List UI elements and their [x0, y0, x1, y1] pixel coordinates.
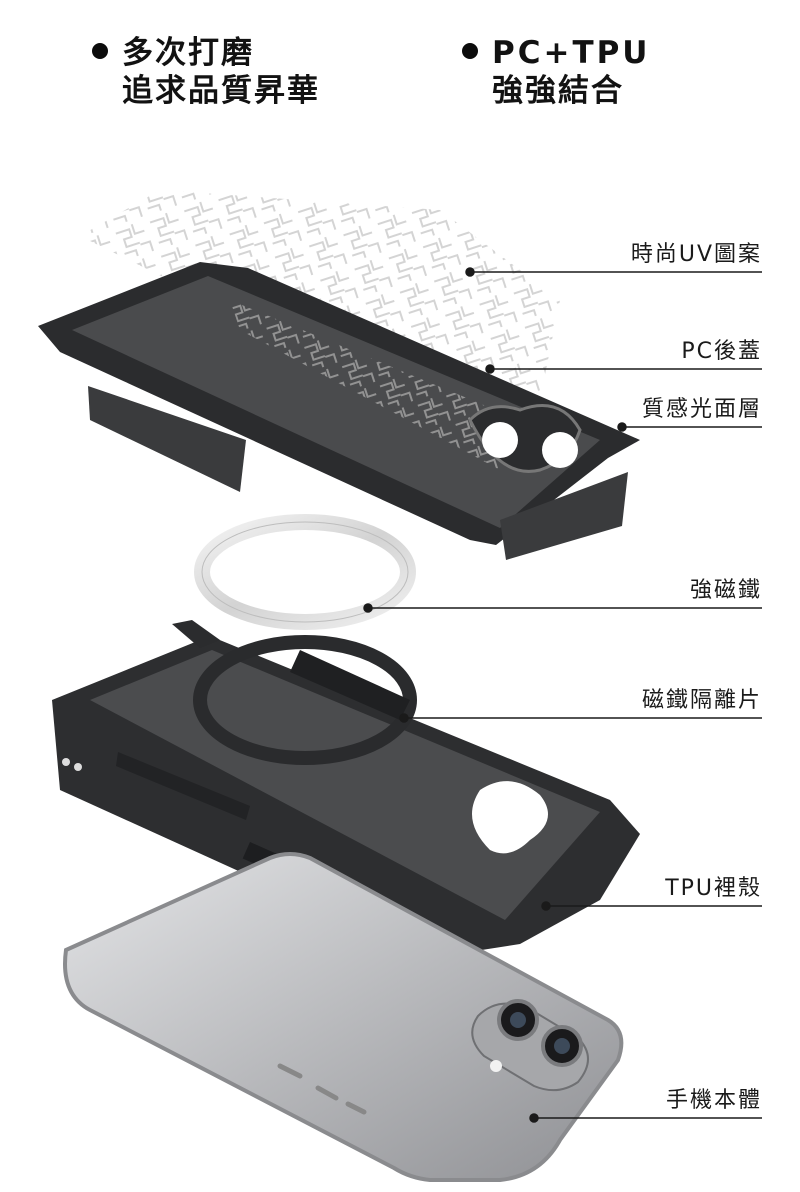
- bullet-dot-icon: [92, 43, 108, 59]
- leader-lines: [363, 267, 762, 1123]
- pc-back-cover: [38, 262, 640, 560]
- callout-uv-pattern: 時尚UV圖案: [630, 242, 762, 267]
- callout-magnet-spacer: 磁鐵隔離片: [641, 688, 762, 713]
- feature-material: PC+TPU 強強結合: [462, 34, 650, 110]
- callout-magnet: 強磁鐵: [689, 578, 762, 603]
- callout-phone-body: 手機本體: [665, 1088, 762, 1113]
- bullet-dot-icon: [462, 43, 478, 59]
- magnet-ring: [194, 514, 416, 630]
- feature-title: 多次打磨: [122, 35, 254, 71]
- camera-lens: [471, 999, 589, 1092]
- feature-subtitle: 追求品質昇華: [122, 73, 320, 109]
- callout-pc-cover: PC後蓋: [681, 339, 762, 364]
- phone-body: [63, 852, 624, 1182]
- callout-glossy-layer: 質感光面層: [641, 397, 762, 422]
- feature-subtitle: 強強結合: [492, 73, 624, 109]
- feature-title: PC+TPU: [492, 35, 651, 71]
- feature-polish: 多次打磨 追求品質昇華: [92, 34, 320, 110]
- tpu-inner-shell: [52, 620, 640, 958]
- callout-tpu-shell: TPU裡殼: [665, 876, 762, 901]
